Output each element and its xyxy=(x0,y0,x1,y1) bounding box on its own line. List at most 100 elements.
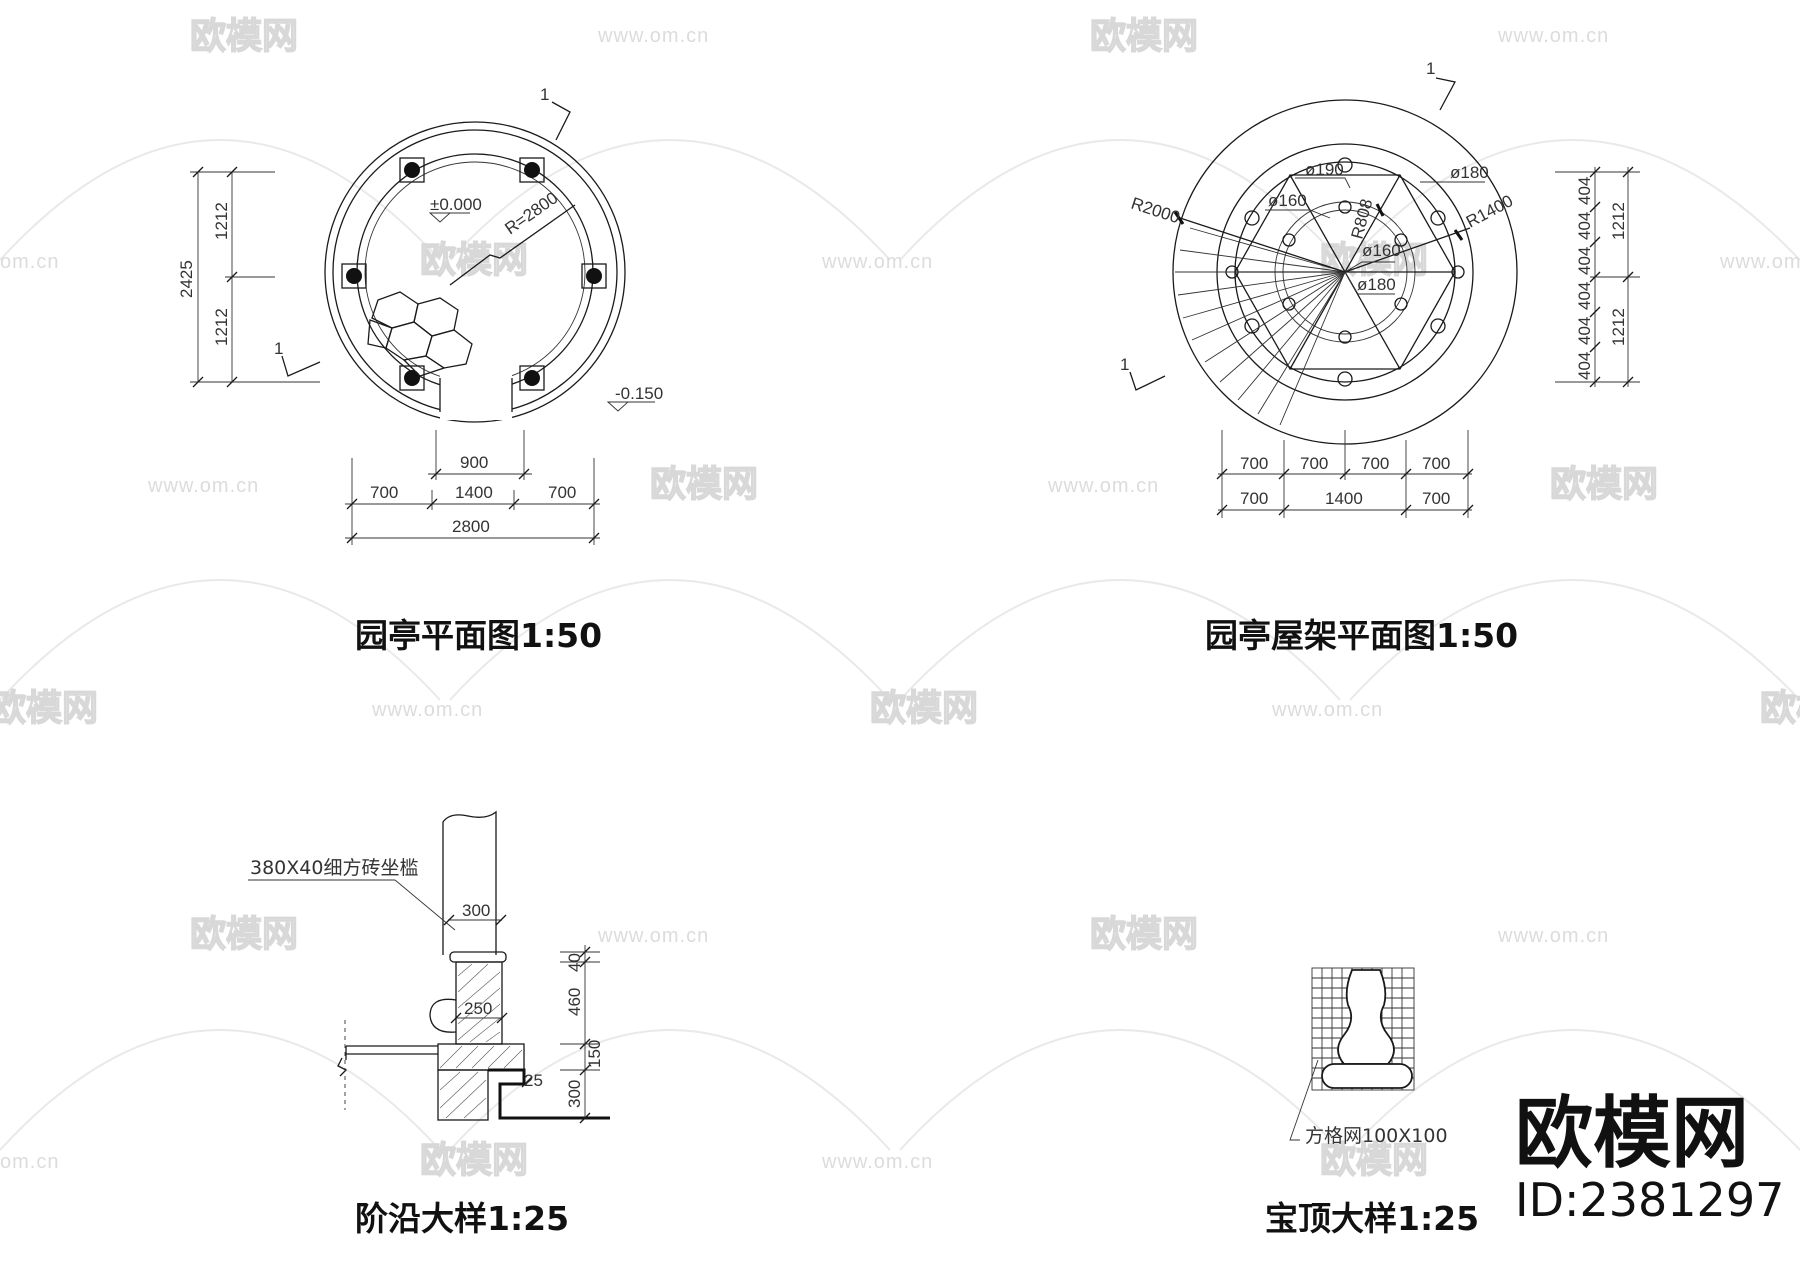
roof-dim-700: 700 xyxy=(1240,454,1268,473)
watermark-logo: 欧模网 xyxy=(420,1140,528,1181)
plan-columns xyxy=(341,157,607,391)
roof-dim-404: 404 xyxy=(1575,247,1594,275)
plan-dim-700-right: 700 xyxy=(548,483,576,502)
finial-base xyxy=(1321,1063,1413,1089)
watermark-logo: 欧模网 xyxy=(650,464,758,505)
watermark-url: www.om.cn xyxy=(1271,699,1383,721)
watermark-url: www.om.cn xyxy=(597,925,709,947)
watermark-url: www.om.cn xyxy=(597,25,709,47)
roof-rafter-fan xyxy=(1175,227,1346,426)
brand-stamp: 欧模网 ID:2381297 xyxy=(1515,1089,1784,1227)
watermark-url: www.om.cn xyxy=(1719,251,1800,273)
roof-bottom-dimensions: 700 700 700 700 700 1400 700 xyxy=(1216,430,1474,518)
roof-dim-404: 404 xyxy=(1575,212,1594,240)
watermark-logo: 欧模网 xyxy=(1090,914,1198,955)
brand-id: ID:2381297 xyxy=(1515,1173,1784,1227)
plan-section-mark-bottom xyxy=(281,355,321,377)
finial-detail-drawing: 方格网100X100 宝顶大样1:25 xyxy=(1265,967,1479,1238)
plan-dim-900: 900 xyxy=(460,453,488,472)
roof-dim-700: 700 xyxy=(1422,454,1450,473)
plan-dim-lower: 1212 xyxy=(212,308,231,346)
plan-dim-2800: 2800 xyxy=(452,517,490,536)
watermark-url: om.cn xyxy=(0,1151,59,1173)
watermark-url: www.om.cn xyxy=(1497,25,1609,47)
watermark-logo: 欧模网 xyxy=(1320,1140,1428,1181)
watermark-logo: 欧模网 xyxy=(870,688,978,729)
plan-elev-bottom: -0.150 xyxy=(615,384,663,403)
step-dim-250: 250 xyxy=(464,999,492,1018)
roof-section-number: 1 xyxy=(1120,355,1129,374)
plan-dim-total: 2425 xyxy=(177,260,196,298)
step-dim-25: 25 xyxy=(524,1071,543,1090)
step-title: 阶沿大样1:25 xyxy=(355,1199,569,1238)
plan-radius-leader xyxy=(449,204,576,286)
roof-label-d180-top: ø180 xyxy=(1450,163,1489,182)
roof-dim-404: 404 xyxy=(1575,352,1594,380)
watermark-logo: 欧模网 xyxy=(1760,688,1800,729)
plan-dim-1400: 1400 xyxy=(455,483,493,502)
plan-paving-stones xyxy=(367,291,473,377)
step-dim-300-vertical: 300 xyxy=(565,1080,584,1108)
roof-dim-1400: 1400 xyxy=(1325,489,1363,508)
finial-title: 宝顶大样1:25 xyxy=(1265,1199,1479,1238)
plan-section-number: 1 xyxy=(540,85,549,104)
watermark-logo: 欧模网 xyxy=(1090,16,1198,57)
finial-note: 方格网100X100 xyxy=(1305,1125,1448,1147)
plan-dim-700-left: 700 xyxy=(370,483,398,502)
plan-section-mark-top xyxy=(551,101,571,141)
watermark-logo: 欧模网 xyxy=(0,688,98,729)
watermark-logo: 欧模网 xyxy=(190,914,298,955)
roof-dim-404: 404 xyxy=(1575,317,1594,345)
roof-label-r808: R808 xyxy=(1348,197,1377,241)
roof-label-d160-center: ø160 xyxy=(1362,241,1401,260)
pavilion-plan-drawing: R=2800 ±0.000 -0.150 1 1 2425 1212 1212 xyxy=(177,85,663,655)
watermark-logo: 欧模网 xyxy=(420,240,528,281)
step-dim-40: 40 xyxy=(565,953,584,972)
roof-dim-700: 700 xyxy=(1422,489,1450,508)
step-foundation xyxy=(437,1069,489,1121)
step-profile xyxy=(488,1068,610,1120)
step-dim-150: 150 xyxy=(585,1040,604,1068)
roof-dim-404: 404 xyxy=(1575,177,1594,205)
plan-dim-upper: 1212 xyxy=(212,202,231,240)
step-edge-detail-drawing: 380X40细方砖坐槛 300 250 40 460 150 300 25 阶沿… xyxy=(248,810,610,1238)
roof-dim-1212: 1212 xyxy=(1609,202,1628,240)
roof-dim-700: 700 xyxy=(1240,489,1268,508)
plan-title: 园亭平面图1:50 xyxy=(355,616,602,655)
roof-dim-404: 404 xyxy=(1575,282,1594,310)
watermark-url: www.om.cn xyxy=(821,1151,933,1173)
watermark-url: www.om.cn xyxy=(1047,475,1159,497)
roof-label-r1400: R1400 xyxy=(1463,191,1516,231)
roof-dim-700: 700 xyxy=(1361,454,1389,473)
watermark-url: www.om.cn xyxy=(371,699,483,721)
watermark-layer: 欧模网 欧模网 欧模网 欧模网 欧模网 欧模网 欧模网 欧模网 欧模网 欧模网 … xyxy=(0,15,1800,1182)
plan-outer-circle xyxy=(324,121,626,423)
plan-bottom-dimensions: 900 700 1400 700 2800 xyxy=(345,430,600,545)
watermark-logo: 欧模网 xyxy=(190,16,298,57)
roof-label-d180-center: ø180 xyxy=(1357,275,1396,294)
step-dim-460: 460 xyxy=(565,988,584,1016)
plan-section-number: 1 xyxy=(274,339,283,358)
plan-radius-label: R=2800 xyxy=(501,188,561,238)
step-column xyxy=(442,810,497,955)
watermark-url: www.om.cn xyxy=(821,251,933,273)
roof-section-mark-bottom xyxy=(1129,371,1166,391)
watermark-url: om.cn xyxy=(0,251,59,273)
roof-frame-plan-drawing: R2000 R1400 R808 ø190 ø180 ø160 ø160 ø18… xyxy=(1120,59,1640,655)
step-note: 380X40细方砖坐槛 xyxy=(250,857,418,879)
roof-section-number: 1 xyxy=(1426,59,1435,78)
roof-label-d160-left: ø160 xyxy=(1268,191,1307,210)
finial-leader xyxy=(1289,1059,1319,1141)
roof-section-mark-top xyxy=(1435,77,1456,111)
plan-elev-top: ±0.000 xyxy=(430,195,482,214)
watermark-logo: 欧模网 xyxy=(1550,464,1658,505)
plan-left-dimensions: 2425 1212 1212 xyxy=(177,166,320,388)
brand-name: 欧模网 xyxy=(1515,1089,1749,1179)
step-dim-300: 300 xyxy=(462,901,490,920)
roof-label-d190: ø190 xyxy=(1305,160,1344,179)
roof-dim-1212: 1212 xyxy=(1609,308,1628,346)
watermark-url: www.om.cn xyxy=(1497,925,1609,947)
roof-right-dimensions: 404 404 404 404 404 404 1212 1212 xyxy=(1555,166,1640,388)
finial-gourd-shape xyxy=(1337,969,1395,1065)
